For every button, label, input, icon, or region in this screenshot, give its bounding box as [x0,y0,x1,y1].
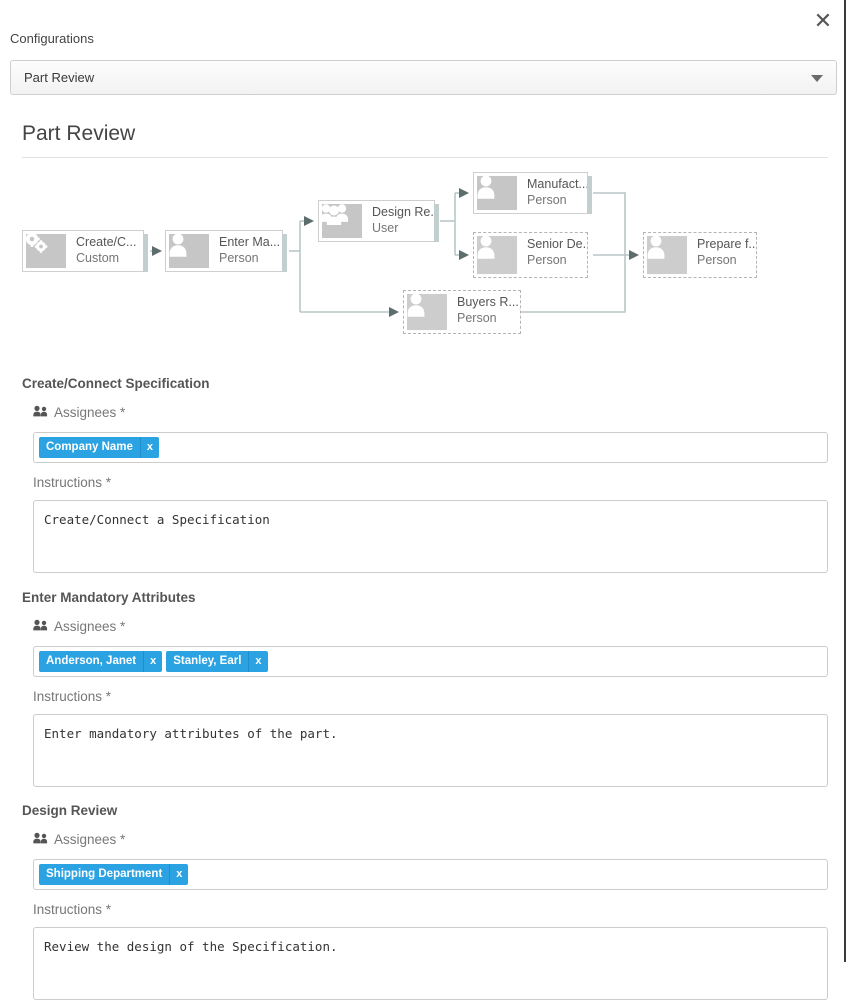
instructions-label: Instructions * [33,689,111,704]
close-icon[interactable]: ✕ [810,8,836,34]
title-divider [22,157,828,158]
instructions-textarea[interactable]: Create/Connect a Specification [33,500,828,573]
node-name: Design Re... [372,205,434,219]
node-text: Enter Ma... Person [212,231,282,271]
node-text: Create/C... Custom [69,231,143,271]
assignee-tag-label: Stanley, Earl [173,655,242,667]
assignee-tag[interactable]: Anderson, Janet x [39,651,163,672]
node-type: Person [457,311,497,325]
node-text: Senior De... Person [520,233,587,277]
panel-right-border [844,0,846,962]
node-text: Prepare f... Person [690,233,756,277]
workflow-node-create-connect-specification[interactable]: Create/C... Custom [22,230,148,272]
node-shadow [587,176,592,214]
node-shadow [282,234,287,272]
instructions-label: Instructions * [33,902,111,917]
section-title: Create/Connect Specification [22,376,210,391]
node-shadow [434,204,439,242]
instructions-label-text: Instructions * [33,475,112,490]
group-icon [33,832,48,847]
assignee-tag-remove-icon[interactable]: x [139,437,159,458]
section-title: Enter Mandatory Attributes [22,590,196,605]
instructions-value: Review the design of the Specification. [44,939,338,954]
assignee-tag[interactable]: Stanley, Earl x [166,651,268,672]
node-type: Person [219,251,259,265]
workflow-node-senior-design-review[interactable]: Senior De... Person [473,232,588,278]
group-icon [319,204,362,238]
chevron-down-icon [811,75,823,82]
workflow-node-manufacturing-review[interactable]: Manufact... Person [473,172,592,214]
assignees-label-text: Assignees * [54,405,126,420]
assignee-tag-label: Company Name [46,441,133,453]
node-name: Prepare f... [697,237,756,251]
node-name: Senior De... [527,237,587,251]
assignee-tag-remove-icon[interactable]: x [248,651,267,672]
instructions-value: Create/Connect a Specification [44,512,270,527]
node-name: Manufact... [527,177,587,191]
node-name: Create/C... [76,235,137,249]
assignee-tag[interactable]: Shipping Department x [39,864,189,885]
group-icon [33,619,48,634]
instructions-textarea[interactable]: Enter mandatory attributes of the part. [33,714,828,787]
assignee-tag-remove-icon[interactable]: x [169,864,188,885]
instructions-value: Enter mandatory attributes of the part. [44,726,338,741]
workflow-diagram: Create/C... Custom Enter Ma... Person [0,160,852,360]
assignee-tag-label: Anderson, Janet [46,655,137,667]
node-type: Person [527,193,567,207]
person-icon [477,235,517,274]
configuration-select-value: Part Review [24,70,95,85]
instructions-label-text: Instructions * [33,689,112,704]
node-text: Buyers R... Person [450,291,520,333]
node-type: Custom [76,251,120,265]
node-text: Design Re... User [365,201,434,241]
configurations-label: Configurations [10,31,94,46]
instructions-label-text: Instructions * [33,902,112,917]
assignee-tag-label: Shipping Department [46,868,163,880]
assignees-label: Assignees * [33,405,125,420]
assignees-input[interactable]: Shipping Department x [33,859,828,890]
workflow-node-prepare-for-release[interactable]: Prepare f... Person [643,232,757,278]
workflow-node-design-review[interactable]: Design Re... User [318,200,439,242]
gears-icon [24,231,66,268]
workflow-node-buyers-review[interactable]: Buyers R... Person [403,290,521,334]
page-title: Part Review [22,122,136,145]
instructions-textarea[interactable]: Review the design of the Specification. [33,927,828,1000]
person-icon [477,175,517,210]
configuration-select[interactable]: Part Review [10,60,837,95]
node-type: User [372,221,399,235]
instructions-label: Instructions * [33,475,111,490]
node-type: Person [697,253,737,267]
assignees-label: Assignees * [33,619,125,634]
node-shadow [143,234,148,272]
person-icon [647,235,687,274]
group-icon [33,405,48,420]
node-type: Person [527,253,567,267]
assignees-label: Assignees * [33,832,125,847]
workflow-connectors [150,188,639,317]
person-icon [407,293,447,330]
workflow-node-enter-mandatory-attributes[interactable]: Enter Ma... Person [165,230,287,272]
node-name: Buyers R... [457,295,519,309]
person-icon [169,233,209,268]
assignees-label-text: Assignees * [54,832,126,847]
node-name: Enter Ma... [219,235,281,249]
node-text: Manufact... Person [520,173,587,213]
assignees-input[interactable]: Company Name x [33,432,828,463]
assignee-tag-remove-icon[interactable]: x [143,651,162,672]
section-title: Design Review [22,803,118,818]
assignee-tag[interactable]: Company Name x [39,437,160,458]
assignees-input[interactable]: Anderson, Janet x Stanley, Earl x [33,646,828,677]
assignees-label-text: Assignees * [54,619,126,634]
